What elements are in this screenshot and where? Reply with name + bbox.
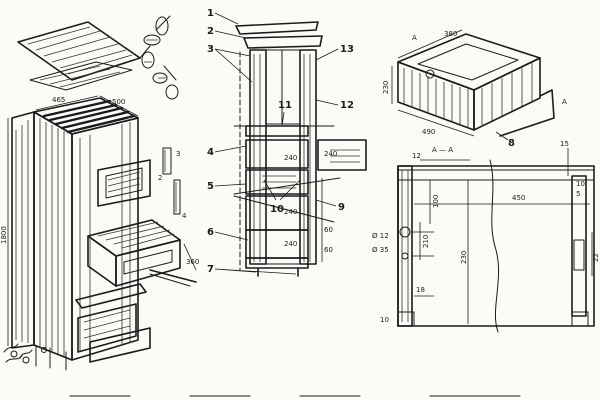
dim-middle-chamber: 240 (284, 208, 297, 216)
callout-13: 13 (340, 44, 354, 55)
dim-sec-dia35: Ø 35 (372, 246, 389, 254)
callout-1: 1 (207, 8, 214, 19)
dim-side-a: 60 (324, 226, 333, 234)
dim-sec-dia12: Ø 12 (372, 232, 389, 240)
bottom-board (75, 283, 151, 363)
drawer-extended (87, 219, 197, 287)
section-marker-a-top: A (412, 34, 417, 42)
dim-sec-18: 18 (416, 286, 425, 294)
hive-section-view: 240 240 240 240 1 2 3 4 5 6 7 (207, 8, 367, 277)
dim-sec-100: 100 (432, 195, 440, 208)
section-marker-a-side: A (562, 98, 567, 106)
callout-5: 5 (207, 181, 214, 192)
svg-text:3: 3 (176, 150, 180, 158)
section-title: A — A (432, 146, 453, 154)
dim-sec-22: 22 (592, 253, 600, 262)
svg-text:4: 4 (182, 212, 187, 220)
dim-sec-12: 12 (412, 152, 421, 160)
dim-sec-210: 210 (422, 235, 430, 248)
roof-panel (17, 21, 141, 91)
callout-11: 11 (278, 100, 292, 111)
callout-8: 8 (508, 138, 515, 149)
dim-side-b: 60 (324, 246, 333, 254)
cabinet-exploded-view: 2 3 4 465 (0, 15, 199, 371)
callout-12: 12 (340, 100, 354, 111)
callout-4: 4 (207, 147, 214, 158)
cabinet-body (11, 97, 139, 361)
super-box-perspective: A 380 230 490 A 8 (382, 29, 567, 149)
callout-6: 6 (207, 227, 214, 238)
dim-sec-450: 450 (512, 194, 525, 202)
callout-2: 2 (207, 26, 214, 37)
dim-side-box: 240 (324, 150, 337, 158)
dim-sec-5: 5 (576, 190, 580, 198)
dim-lower-chamber: 240 (284, 240, 297, 248)
frame-window-panel (97, 159, 151, 207)
left-dimensions: 465 500 1800 360 (0, 95, 199, 346)
feeder-tube: 2 3 4 (158, 147, 187, 220)
dim-sec-230: 230 (460, 251, 468, 264)
callout-9: 9 (338, 202, 345, 213)
dim-box-top: 380 (444, 30, 457, 38)
dim-sec-15: 15 (560, 140, 569, 148)
bee-illustration (139, 15, 179, 100)
dim-width-label: 465 (52, 96, 65, 104)
dim-sec-10-top: 10 (576, 180, 585, 188)
dim-upper-chamber: 240 (284, 154, 297, 162)
dim-depth-label: 500 (112, 98, 125, 106)
section-a-a-view: A — A 12 15 100 450 10 5 230 18 (372, 140, 600, 333)
callout-10: 10 (270, 204, 284, 215)
dim-drawer-label: 360 (186, 258, 199, 266)
callout-3: 3 (207, 44, 214, 55)
dim-box-width: 490 (422, 128, 435, 136)
svg-text:2: 2 (158, 174, 162, 182)
dim-height-label: 1800 (0, 226, 8, 244)
callout-7: 7 (207, 264, 214, 275)
ground-grass (3, 343, 67, 371)
dim-box-height: 230 (382, 81, 390, 94)
dim-sec-10-bottom: 10 (380, 316, 389, 324)
